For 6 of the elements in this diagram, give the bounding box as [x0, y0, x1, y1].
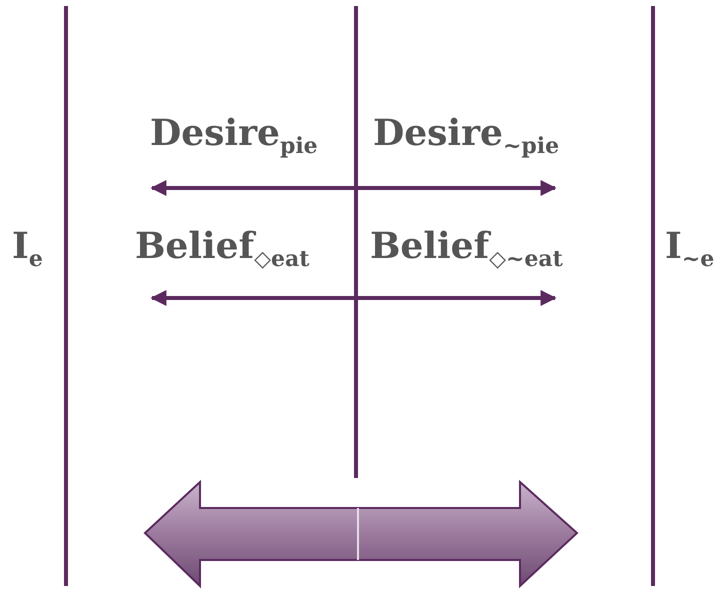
label-text: Desire$_{~pie}$	[373, 115, 560, 157]
label-text: I$_{e}$	[12, 228, 43, 270]
label-text: Belief$_{◇eat}$	[135, 228, 310, 270]
label-text: Desire$_{pie}$	[150, 115, 318, 157]
label-text: I$_{~e}$	[665, 228, 714, 270]
label-text: Belief$_{◇~eat}$	[370, 228, 563, 270]
